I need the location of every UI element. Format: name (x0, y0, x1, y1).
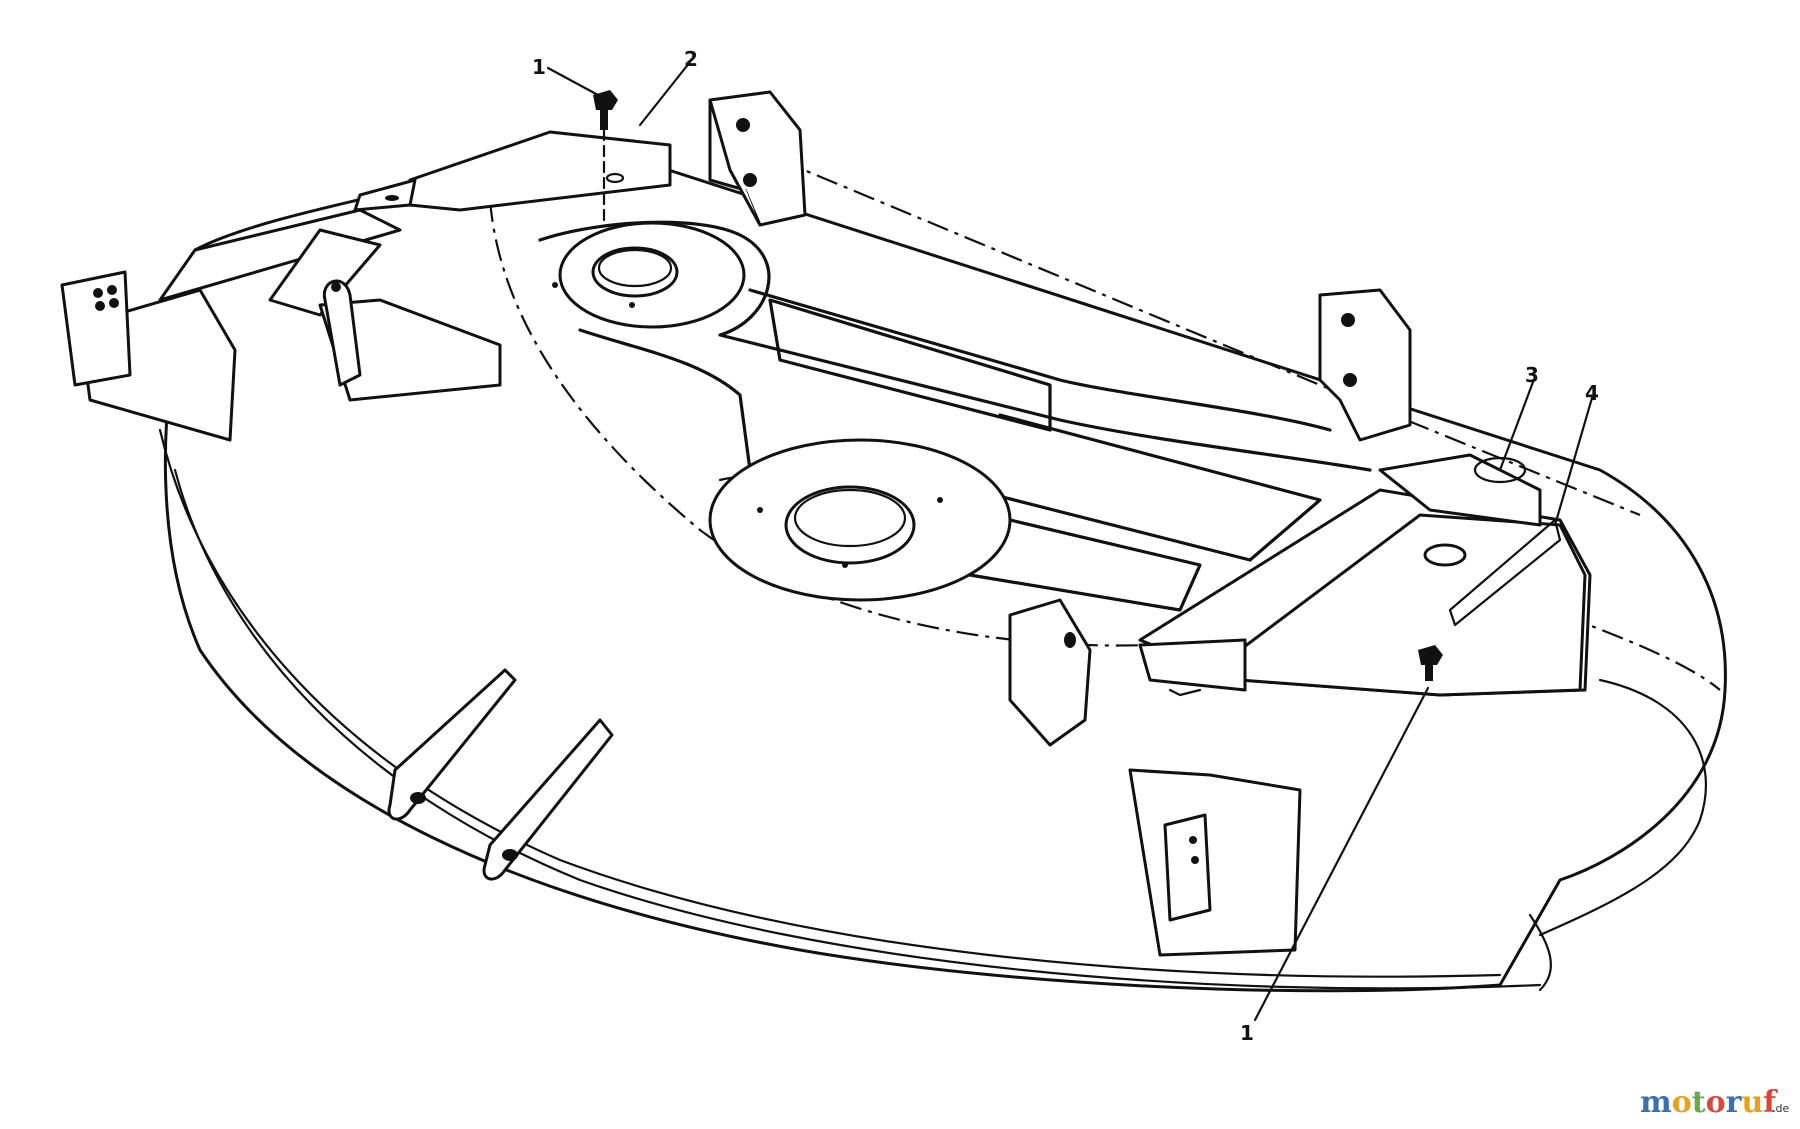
wm-letter-4: r (1726, 1085, 1743, 1120)
wm-suffix: .de (1772, 1102, 1789, 1115)
motoruf-watermark: motoruf .de (1640, 1085, 1789, 1120)
left-rear-bracket (268, 228, 502, 402)
callout-bolt-1-bottom: 1 (1240, 1021, 1254, 1045)
belt-cover-assembly (1138, 453, 1592, 697)
left-side-arm (60, 208, 402, 442)
rear-hanger-bracket-left (708, 90, 807, 227)
wm-letter-0: m (1640, 1085, 1672, 1120)
svg-text:motoruf: motoruf (1640, 1085, 1778, 1120)
callout-part-3: 3 (1525, 363, 1539, 387)
callout-leaders (546, 60, 1594, 1022)
front-bracket-right (1128, 768, 1302, 957)
wm-letter-5: u (1741, 1085, 1763, 1120)
spindle-housing-center (708, 438, 1012, 602)
bolt-right (1418, 645, 1443, 681)
wm-letter-6: f (1763, 1085, 1778, 1120)
front-bracket-center (1008, 598, 1092, 747)
spindle-housing-front (552, 221, 746, 329)
wm-letter-1: o (1672, 1085, 1692, 1120)
callout-part-4: 4 (1585, 381, 1599, 405)
callout-bolt-1-top: 1 (532, 55, 546, 79)
front-link-arm-right (482, 718, 614, 881)
rear-hanger-bracket-right (1318, 288, 1412, 442)
wm-letter-2: t (1692, 1085, 1706, 1120)
bolt-top (593, 90, 618, 222)
callout-baffle-2: 2 (684, 47, 698, 71)
front-link-arm-left (387, 668, 517, 821)
wm-letter-3: o (1706, 1085, 1726, 1120)
